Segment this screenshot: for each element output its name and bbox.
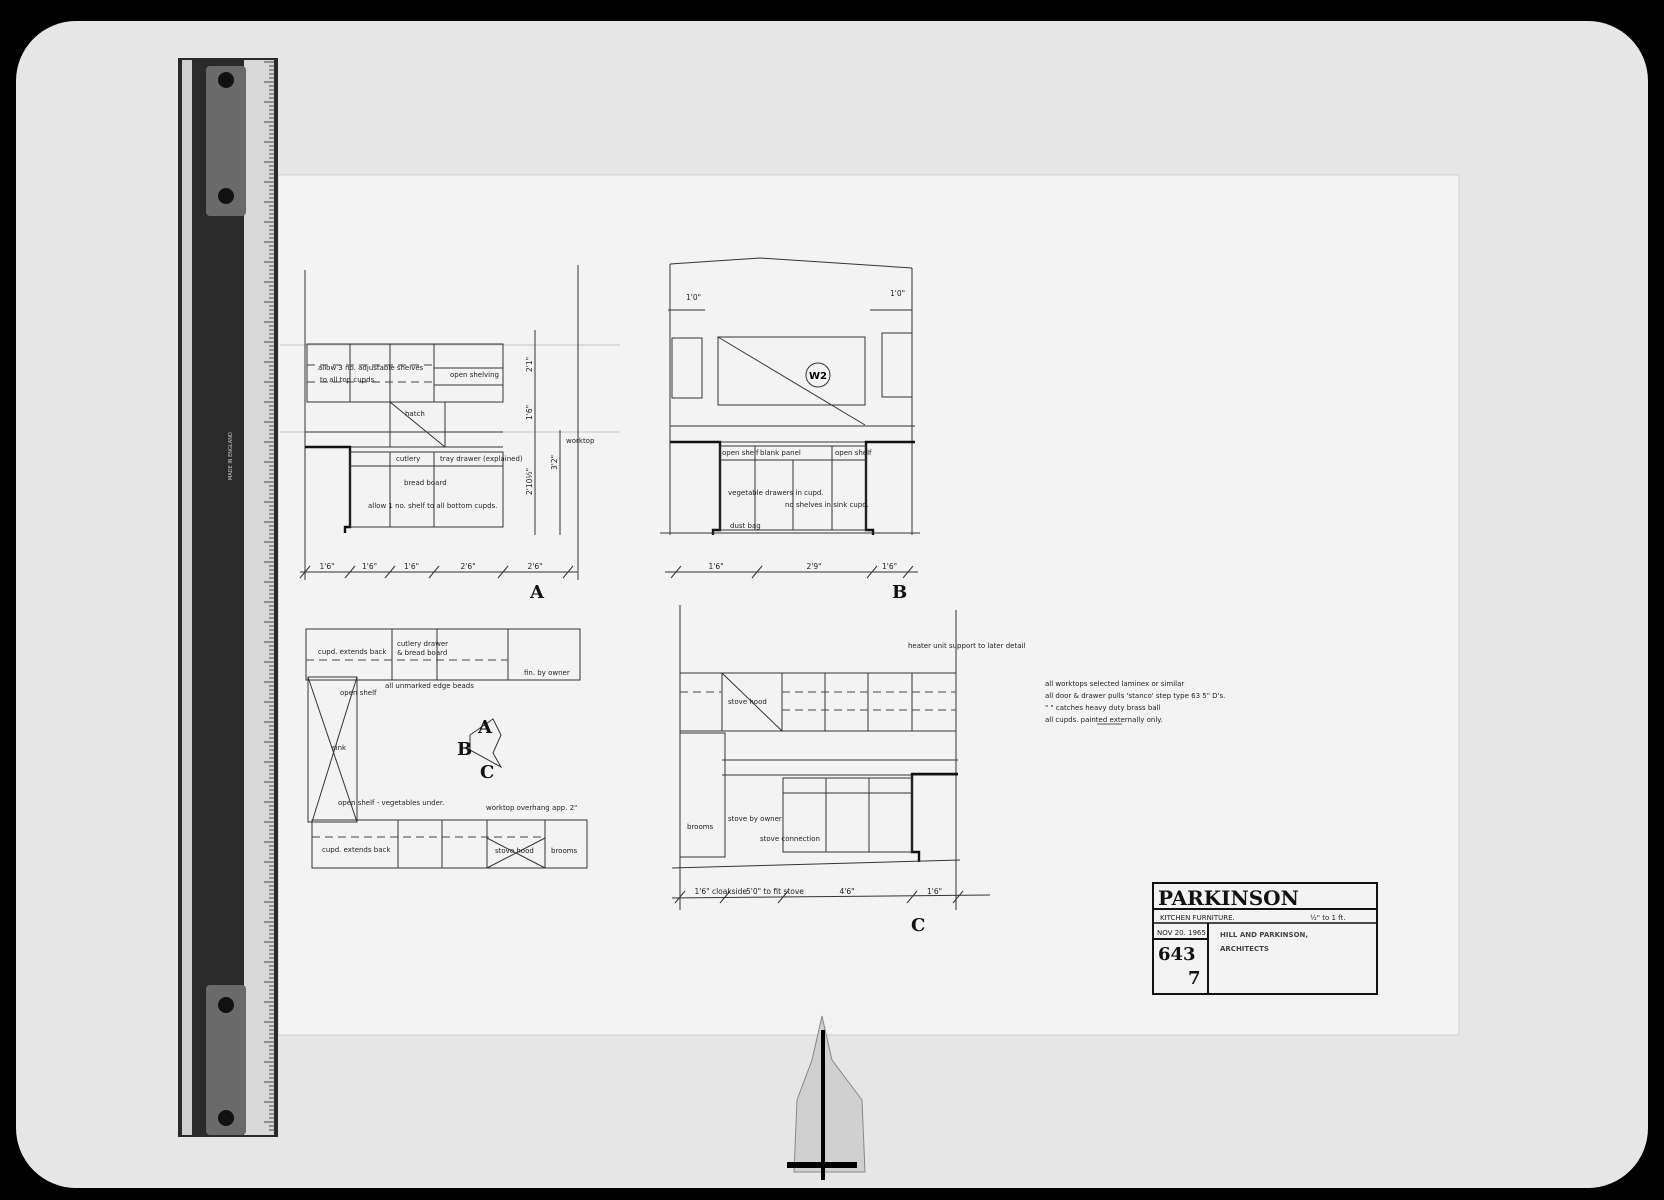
architect-name: HILL AND PARKINSON, [1220, 931, 1308, 939]
dimension: 1'6" [362, 562, 377, 571]
dimension-tick [751, 565, 763, 579]
dimension-tick [906, 890, 918, 904]
dimension: 1'6" [882, 562, 897, 571]
note: open shelf [722, 449, 759, 457]
dimension: 1'6" [709, 562, 724, 571]
note: worktop overhang app. 2" [486, 804, 577, 812]
drawing-subject: KITCHEN FURNITURE. [1160, 914, 1235, 922]
note: worktop [566, 437, 595, 445]
elevation-b: W2 1'0" 1'0" open shelf blank panel open… [660, 257, 920, 603]
note: stove by owner [728, 815, 782, 823]
sheet-number: 7 [1188, 968, 1201, 989]
kitchen-plan: A B C cupd. extends back cutlery drawer … [305, 628, 588, 869]
drawing-scale: ½" to 1 ft. [1310, 914, 1345, 922]
dimension: 4'6" [840, 887, 855, 896]
screw-icon [218, 188, 234, 204]
dimension-tick [674, 890, 686, 904]
dimension-tick [866, 565, 878, 579]
dimension-tick [670, 565, 682, 579]
elevation-label: A [529, 582, 545, 603]
section-key-c: C [480, 762, 494, 783]
note: heater unit support to later detail [908, 642, 1025, 650]
dimension: 1'6" [404, 562, 419, 571]
dimension-tick [299, 565, 311, 579]
dimension: 1'6" [320, 562, 335, 571]
dimension: 2'10½" [525, 468, 534, 495]
note: dust bag [730, 522, 761, 530]
client-name: PARKINSON [1158, 886, 1299, 910]
note: open shelf [340, 689, 377, 697]
elevation-label: C [911, 915, 925, 936]
note: brooms [551, 847, 578, 855]
note: cupd. extends back [322, 846, 391, 854]
note: cupd. extends back [318, 648, 387, 656]
ruler-imprint: MADE IN ENGLAND [228, 432, 234, 480]
note: open shelf [835, 449, 872, 457]
window-tag-circle [805, 362, 831, 388]
architect-title: ARCHITECTS [1220, 945, 1269, 953]
note-line: all door & drawer pulls 'stanco' step ty… [1045, 692, 1225, 700]
dimension-tick [497, 565, 509, 579]
screw-icon [218, 1110, 234, 1126]
screw-icon [218, 72, 234, 88]
note: no shelves in sink cupd. [785, 501, 869, 509]
note: vegetable drawers in cupd. [728, 489, 824, 497]
paper-clip [787, 1015, 866, 1180]
note: allow 3 no. adjustable shelves [318, 364, 424, 372]
note: to all top cupds. [320, 376, 376, 384]
dimension: 1'6" [927, 887, 942, 896]
dimension-tick [777, 890, 789, 904]
dimension: 1'6" [525, 405, 534, 420]
note-line: all worktops selected laminex or similar [1045, 680, 1184, 688]
dimension-tick [719, 890, 731, 904]
note: stove hood [495, 847, 534, 855]
dimension: 1'6" cloakside [695, 887, 748, 896]
dimension: 2'6" [461, 562, 476, 571]
note: open shelving [450, 371, 499, 379]
note-line: all cupds. painted externally only. [1045, 716, 1163, 724]
note: open shelf - vegetables under. [338, 799, 444, 807]
dimension: 5'0" to fit stove [746, 887, 804, 896]
note: cutlery [396, 455, 420, 463]
screw-icon [218, 997, 234, 1013]
dimension: 1'0" [686, 293, 701, 302]
note: & bread board [397, 649, 447, 657]
section-key-b: B [457, 739, 472, 760]
section-key-a: A [477, 717, 493, 738]
note-line: " " catches heavy duty brass ball [1045, 704, 1161, 712]
dimension-tick [384, 565, 396, 579]
dimension: 1'0" [890, 289, 905, 298]
job-number: 643 [1158, 944, 1196, 965]
note: bread board [404, 479, 447, 487]
note: fin. by owner [524, 669, 570, 677]
note: hatch [405, 410, 425, 418]
note: stove connection [760, 835, 820, 843]
note: sink [332, 744, 347, 752]
dimension-tick [562, 565, 574, 579]
note: stove hood [728, 698, 767, 706]
paper-sheet [277, 174, 1460, 1036]
title-block: PARKINSON KITCHEN FURNITURE. ½" to 1 ft.… [1152, 882, 1378, 995]
drawing-date: NOV 20. 1965 [1157, 929, 1206, 937]
dimension: 2'1" [525, 357, 534, 372]
dimension: 2'9" [807, 562, 822, 571]
note: blank panel [760, 449, 801, 457]
dimension: 3'2" [550, 455, 559, 470]
scale-ruler: MADE IN ENGLAND [178, 58, 278, 1137]
dimension-tick [952, 890, 964, 904]
general-notes: all worktops selected laminex or similar… [1045, 680, 1225, 725]
dimension: 2'6" [528, 562, 543, 571]
dimension-tick [344, 565, 356, 579]
elevation-c: heater unit support to later detail stov… [671, 605, 1025, 936]
note: brooms [687, 823, 714, 831]
elevation-a: allow 3 no. adjustable shelves to all to… [280, 265, 620, 603]
window-tag: W2 [809, 371, 827, 382]
note: cutlery drawer [397, 640, 448, 648]
note: tray drawer (explained) [440, 455, 523, 463]
dimension-tick [902, 565, 914, 579]
note: allow 1 no. shelf to all bottom cupds. [368, 502, 497, 510]
dimension-tick [428, 565, 440, 579]
note: all unmarked edge beads [385, 682, 474, 690]
elevation-label: B [892, 582, 907, 603]
